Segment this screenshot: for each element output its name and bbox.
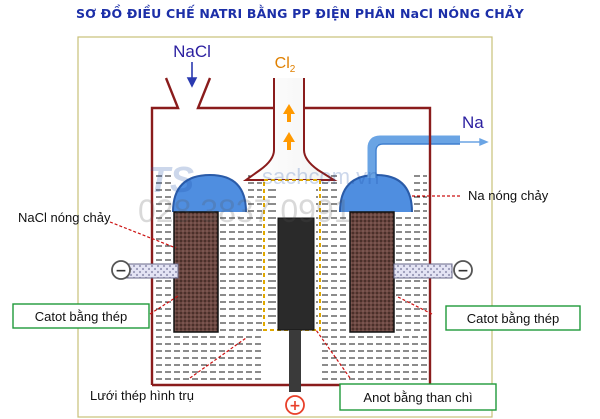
nacl-inlet-label: NaCl <box>173 42 211 61</box>
diagram-title: SƠ ĐỒ ĐIỀU CHẾ NATRI BẰNG PP ĐIỆN PHÂN N… <box>75 6 525 21</box>
cathode-bell-left <box>172 173 247 213</box>
positive-terminal <box>285 395 305 415</box>
watermark-phone: 028 3837 0991 <box>138 193 352 229</box>
anode-lead <box>289 330 301 392</box>
watermark-brand: TS <box>148 159 194 200</box>
positive-sign: + <box>289 398 301 414</box>
label-molten-na: Na nóng chảy <box>468 188 549 203</box>
cl2-label-sub: 2 <box>290 64 296 75</box>
cathode-right-block <box>349 211 395 333</box>
leader-lines <box>109 195 462 379</box>
label-box-cathode-left <box>12 303 150 329</box>
cl2-label-main: Cl <box>275 55 290 72</box>
negative-sign-right: − <box>457 263 469 279</box>
watermark: TS sachcom.vn 028 3837 0991 <box>138 159 379 229</box>
molten-electrolyte <box>156 175 427 380</box>
watermark-site: sachcom.vn <box>262 164 379 189</box>
molten-na-dome-left <box>173 175 246 212</box>
nacl-inlet-arrow <box>186 62 198 88</box>
label-anode: Anot bằng than chì <box>363 390 472 405</box>
na-outflow-arrow <box>460 137 489 147</box>
molten-na-dome-right <box>340 175 412 212</box>
cathode-left-block <box>173 211 219 333</box>
label-cathode-right: Catot bằng thép <box>467 311 560 326</box>
outer-frame <box>77 36 493 418</box>
label-box-cathode-right <box>445 305 581 331</box>
cl2-up-arrow-bottom <box>283 132 295 150</box>
cl2-label: Cl2 <box>275 55 296 75</box>
label-steel-mesh: Lưới thép hình trụ <box>90 388 194 403</box>
cl2-up-arrow-top <box>283 104 295 122</box>
negative-terminal-left <box>111 260 131 280</box>
cathode-rod-right <box>393 263 453 279</box>
na-outlet-tube-edge <box>375 143 460 178</box>
cathode-rod-left <box>125 263 179 279</box>
graphite-anode <box>277 217 315 331</box>
mesh-inner-electrolyte <box>268 189 318 324</box>
label-molten-nacl: NaCl nóng chảy <box>18 210 111 225</box>
negative-terminal-right <box>453 260 473 280</box>
na-product-label: Na <box>462 113 484 132</box>
label-cathode-left: Catot bằng thép <box>35 309 128 324</box>
na-outlet-tube <box>367 135 460 178</box>
negative-sign-left: − <box>115 263 127 279</box>
label-box-anode <box>339 383 497 411</box>
